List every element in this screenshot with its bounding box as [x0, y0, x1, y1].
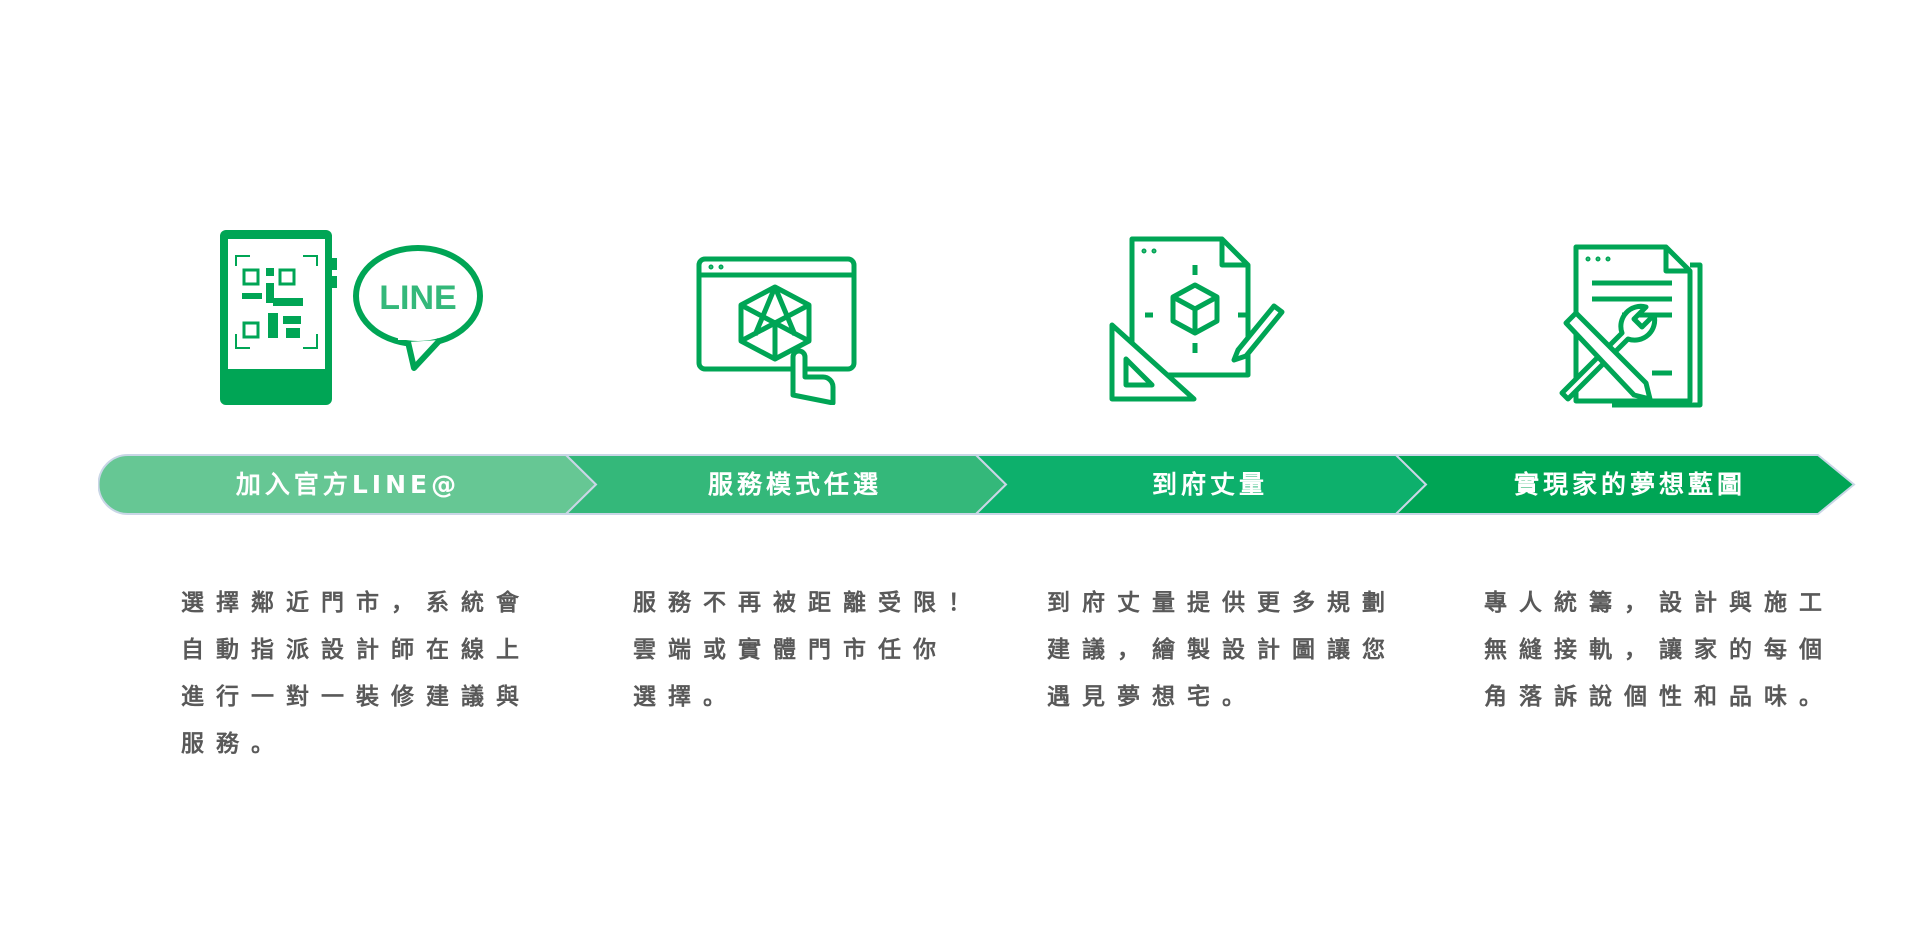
description-line: 自動指派設計師在線上: [181, 637, 531, 663]
step-2-label: 服務模式任選: [707, 470, 882, 499]
step-3-description: 到府丈量提供更多規劃 建議，繪製設計圖讓您 遇見夢想宅。: [1047, 580, 1407, 721]
description-line: 無縫接軌，讓家的每個: [1484, 637, 1834, 663]
line-logo-text: LINE: [379, 279, 456, 317]
description-line: 建議，繪製設計圖讓您: [1047, 637, 1397, 663]
step-4-segment: [1393, 454, 1856, 515]
document-tools-icon: [1552, 243, 1722, 408]
step-4-description: 專人統籌，設計與施工 無縫接軌，讓家的每個 角落訴說個性和品味。: [1484, 580, 1844, 721]
step-2-description: 服務不再被距離受限！ 雲端或實體門市任你 選擇。: [633, 580, 993, 721]
description-line: 進行一對一裝修建議與: [181, 684, 531, 710]
description-line: 選擇。: [633, 684, 738, 710]
description-line: 服務。: [181, 731, 286, 757]
step-1-description: 選擇鄰近門市，系統會 自動指派設計師在線上 進行一對一裝修建議與 服務。: [181, 580, 541, 768]
description-line: 到府丈量提供更多規劃: [1047, 590, 1397, 616]
phone-qr-line-icon: LINE: [218, 228, 488, 408]
blueprint-measure-icon: [1108, 235, 1288, 405]
description-line: 角落訴說個性和品味。: [1484, 684, 1834, 710]
description-line: 雲端或實體門市任你: [633, 637, 948, 663]
step-1-segment: [98, 454, 598, 515]
tablet-3d-touch-icon: [695, 255, 860, 405]
description-line: 專人統籌，設計與施工: [1484, 590, 1834, 616]
step-4-label: 實現家的夢想藍圖: [1513, 470, 1746, 499]
description-line: 服務不再被距離受限！: [633, 590, 983, 616]
description-line: 遇見夢想宅。: [1047, 684, 1257, 710]
step-1-label: 加入官方LINE@: [235, 470, 461, 499]
description-line: 選擇鄰近門市，系統會: [181, 590, 531, 616]
process-arrow-bar: [98, 454, 1856, 515]
step-3-label: 到府丈量: [1151, 470, 1268, 499]
